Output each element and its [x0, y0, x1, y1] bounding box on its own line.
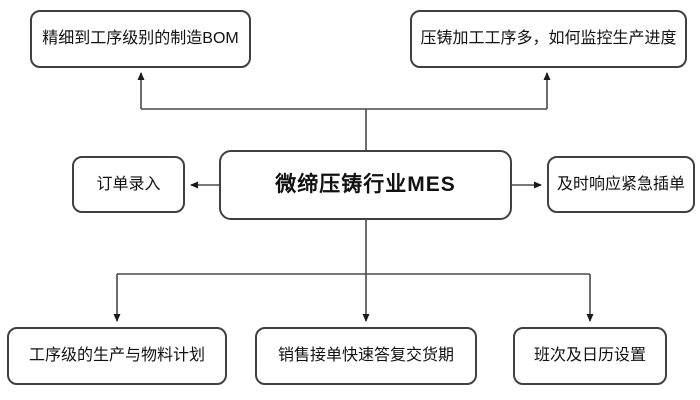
node-shift-calendar-settings: 班次及日历设置	[513, 327, 667, 385]
node-production-progress-monitoring: 压铸加工工序多，如何监控生产进度	[410, 10, 687, 68]
node-urgent-order-response: 及时响应紧急插单	[547, 156, 695, 213]
node-mes-center-label: 微缔压铸行业MES	[275, 173, 456, 197]
node-manufacturing-bom-label: 精细到工序级别的制造BOM	[42, 30, 239, 48]
node-order-entry: 订单录入	[72, 156, 185, 213]
node-production-material-plan: 工序级的生产与物料计划	[7, 327, 227, 385]
node-order-entry-label: 订单录入	[96, 175, 161, 193]
node-mes-center: 微缔压铸行业MES	[219, 150, 512, 220]
node-production-material-plan-label: 工序级的生产与物料计划	[28, 347, 205, 365]
node-production-progress-monitoring-label: 压铸加工工序多，如何监控生产进度	[420, 30, 677, 48]
node-delivery-date-reply-label: 销售接单快速答复交货期	[277, 347, 454, 365]
node-urgent-order-response-label: 及时响应紧急插单	[556, 175, 685, 193]
node-manufacturing-bom: 精细到工序级别的制造BOM	[30, 10, 251, 68]
node-delivery-date-reply: 销售接单快速答复交货期	[255, 327, 477, 385]
node-shift-calendar-settings-label: 班次及日历设置	[533, 347, 646, 365]
